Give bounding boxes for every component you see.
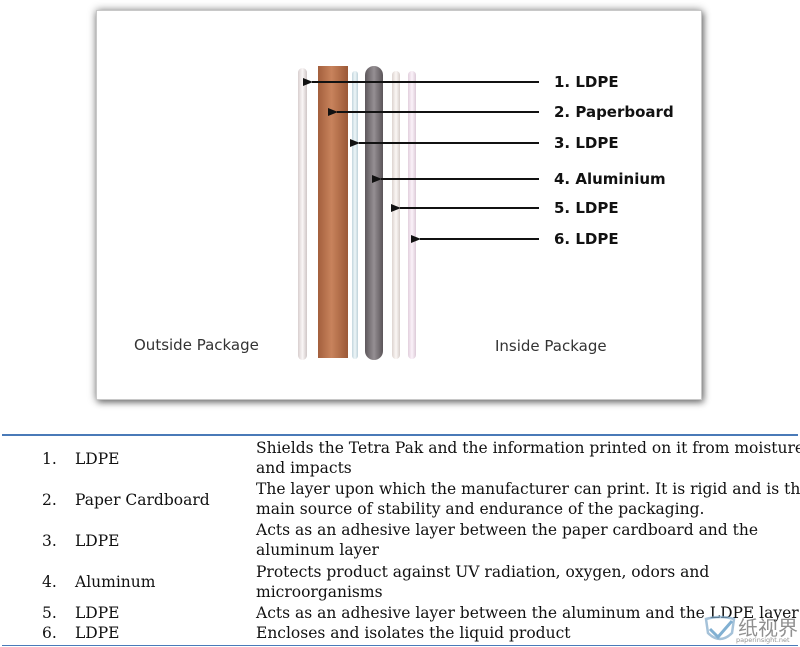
row-description-line: Encloses and isolates the liquid product: [256, 624, 571, 642]
row-description-line: Shields the Tetra Pak and the informatio…: [256, 439, 800, 457]
arrow-label-5: 5. LDPE: [554, 199, 619, 217]
row-number: 4.: [42, 573, 57, 591]
row-description-line: main source of stability and endurance o…: [256, 500, 705, 518]
row-number: 5.: [42, 604, 57, 622]
table-top-rule: [2, 434, 798, 436]
row-number: 6.: [42, 624, 57, 642]
layer-3-ldpe: [352, 71, 358, 359]
row-description-line: Acts as an adhesive layer between the pa…: [256, 521, 759, 539]
layer-diagram-figure: 1. LDPE 2. Paperboard 3. LDPE 4. Alumini…: [96, 10, 702, 400]
row-layer-name: LDPE: [75, 604, 120, 622]
row-description-line: microorganisms: [256, 583, 383, 601]
watermark-url: paperinsight.net: [736, 636, 790, 644]
row-description-line: aluminum layer: [256, 541, 379, 559]
row-number: 2.: [42, 491, 57, 509]
row-layer-name: LDPE: [75, 624, 120, 642]
row-layer-name: LDPE: [75, 532, 120, 550]
arrow-label-1: 1. LDPE: [554, 73, 619, 91]
row-number: 1.: [42, 450, 57, 468]
layer-1-ldpe: [298, 68, 307, 360]
layer-5-ldpe: [392, 71, 400, 359]
arrow-label-2: 2. Paperboard: [554, 103, 674, 121]
outside-package-label: Outside Package: [134, 336, 259, 354]
row-description-line: The layer upon which the manufacturer ca…: [256, 480, 800, 498]
row-description-line: Acts as an adhesive layer between the al…: [256, 604, 799, 622]
arrow-label-6: 6. LDPE: [554, 230, 619, 248]
layer-2-paperboard: [318, 66, 348, 358]
row-layer-name: LDPE: [75, 450, 120, 468]
arrow-label-3: 3. LDPE: [554, 134, 619, 152]
row-layer-name: Paper Cardboard: [75, 491, 210, 509]
row-number: 3.: [42, 532, 57, 550]
arrow-label-4: 4. Aluminium: [554, 170, 666, 188]
row-description-line: and impacts: [256, 459, 352, 477]
layer-4-aluminium: [365, 66, 383, 360]
watermark-text: 纸视界: [738, 616, 798, 640]
layer-6-ldpe: [408, 71, 416, 359]
watermark-shield-icon: [704, 615, 736, 641]
watermark: 纸视界 paperinsight.net: [700, 612, 800, 647]
row-description-line: Protects product against UV radiation, o…: [256, 563, 710, 581]
row-layer-name: Aluminum: [75, 573, 156, 591]
layer-diagram: 1. LDPE 2. Paperboard 3. LDPE 4. Alumini…: [134, 66, 674, 360]
table-bottom-rule: [2, 645, 798, 646]
inside-package-label: Inside Package: [495, 337, 607, 355]
